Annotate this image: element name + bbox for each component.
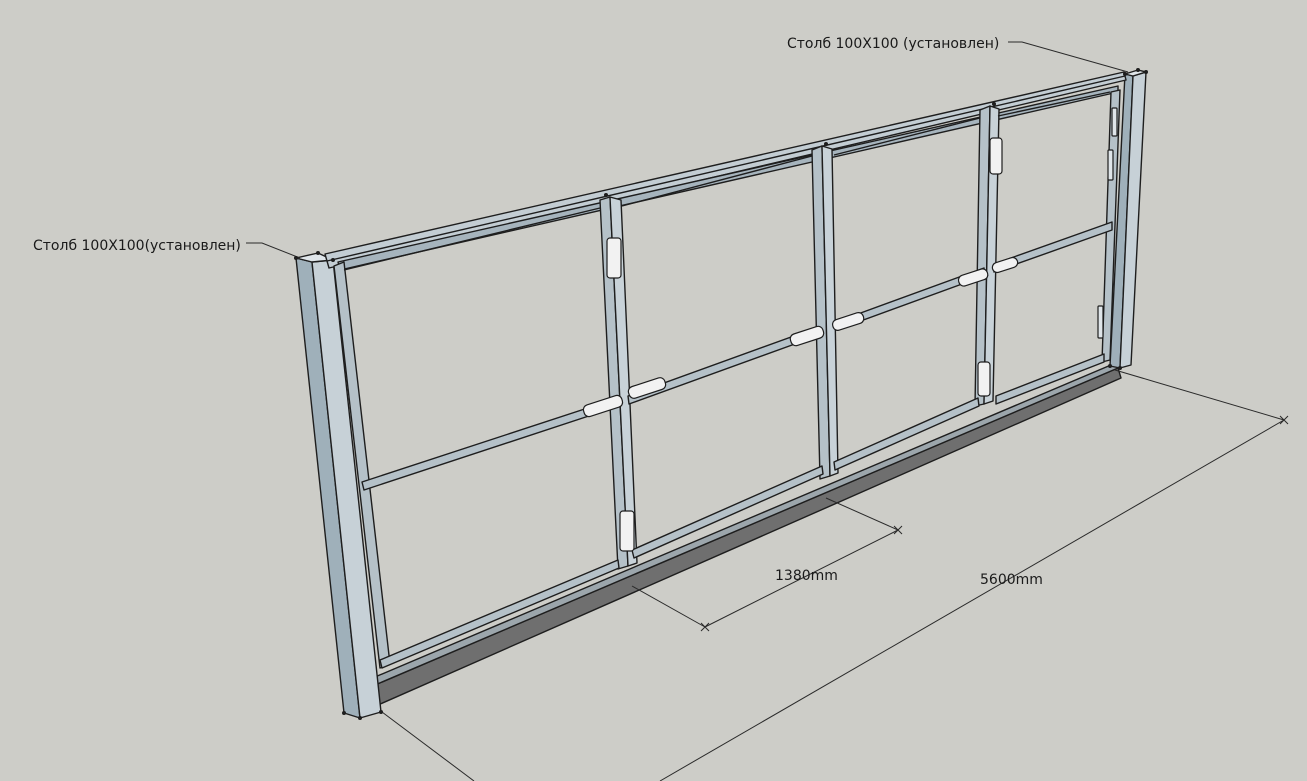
- dimension-arrow-icon: [700, 622, 710, 632]
- vertex-marks: [294, 68, 1148, 720]
- dimension-arrow-icon: [893, 525, 903, 535]
- gate-leaf-3: [833, 105, 1000, 471]
- side-latches: [1097, 107, 1118, 339]
- leader-line-icon: [246, 242, 301, 259]
- hinge-icon: [991, 256, 1019, 274]
- post-left-label: Столб 100X100(установлен): [33, 238, 241, 254]
- left-post: [295, 252, 382, 719]
- hinge-icon: [606, 237, 622, 279]
- dimension-leaf-width: 1380mm: [631, 497, 903, 632]
- gate-leaf-2: [621, 145, 839, 559]
- leader-line-icon: [1008, 41, 1129, 73]
- callout-left-post: Столб 100X100(установлен): [33, 238, 301, 259]
- hinge-icon: [627, 377, 667, 399]
- top-rail: [324, 71, 1127, 271]
- bottom-rail: [374, 361, 1122, 706]
- gate-leaf-1: [333, 196, 638, 669]
- callout-right-post: Столб 100X100 (установлен): [787, 36, 1129, 73]
- dimension-total-width: 5600mm: [381, 369, 1289, 781]
- right-post: [1109, 69, 1147, 369]
- post-right-label: Столб 100X100 (установлен): [787, 36, 999, 52]
- hinge-icon: [957, 268, 989, 287]
- hinge-icon: [989, 137, 1003, 175]
- latch-bolts: [582, 256, 1019, 418]
- dimension-leaf-label: 1380mm: [775, 568, 838, 584]
- hinge-icon: [977, 361, 991, 397]
- hinge-icon: [619, 510, 635, 552]
- dimension-arrow-icon: [1279, 415, 1289, 425]
- gate-leaf-4: [993, 89, 1121, 405]
- hinge-icon: [789, 325, 825, 347]
- hinge-icon: [582, 394, 624, 418]
- hinges: [582, 107, 1118, 552]
- dimension-total-label: 5600mm: [980, 572, 1043, 588]
- hinge-icon: [831, 312, 865, 331]
